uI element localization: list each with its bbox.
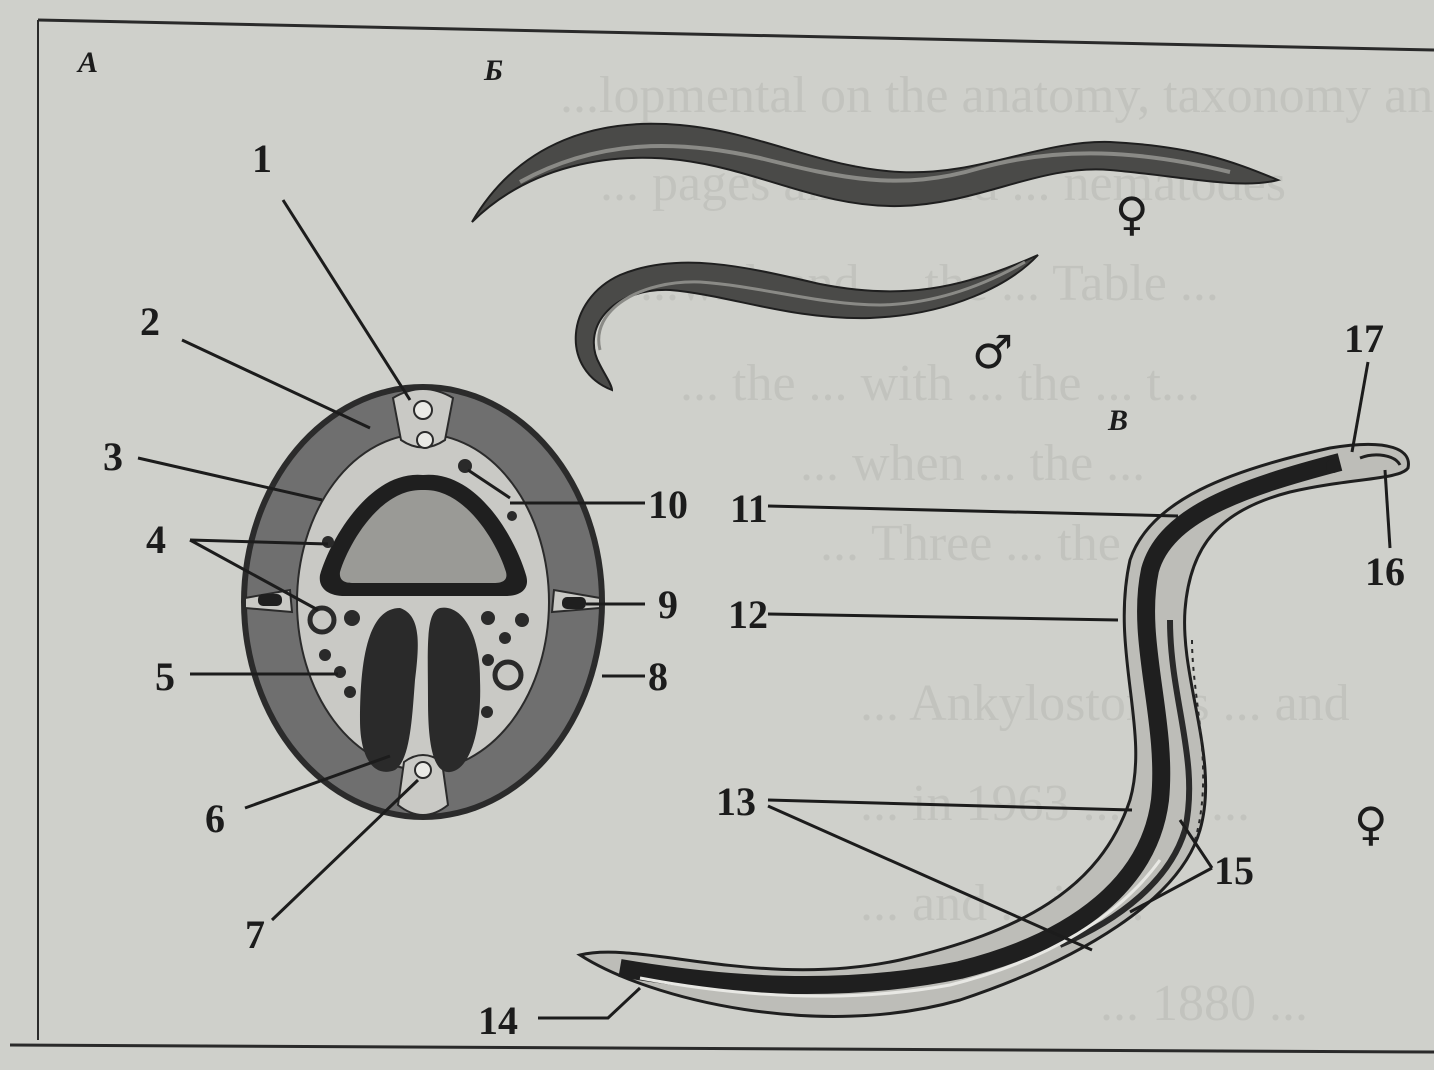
label-12: 12 <box>728 592 768 637</box>
label-11: 11 <box>730 486 768 531</box>
dorsal-nerve <box>414 401 432 419</box>
label-1: 1 <box>252 136 272 181</box>
label-4: 4 <box>146 517 166 562</box>
label-13: 13 <box>716 779 756 824</box>
oviduct-section <box>344 686 356 698</box>
mouth-capsule <box>1326 459 1340 473</box>
left-excretory-canal <box>258 594 282 606</box>
oviduct-section <box>515 613 529 627</box>
oviduct-section <box>482 654 494 666</box>
oviduct-section <box>481 706 493 718</box>
dorsal-nerve-inner <box>417 432 433 448</box>
oviduct-section <box>499 632 511 644</box>
label-3: 3 <box>103 434 123 479</box>
oviduct-section <box>481 611 495 625</box>
label-10: 10 <box>648 482 688 527</box>
ventral-nerve <box>415 762 431 778</box>
bleed-line: ...lopmental on the anatomy, taxonomy an… <box>560 67 1434 124</box>
right-excretory-canal <box>562 597 586 609</box>
cross-section <box>241 384 605 820</box>
wall-dot <box>507 511 517 521</box>
bleed-line: ... Ankylostomes ... and <box>860 675 1350 732</box>
male-symbol: ♂ <box>972 325 1013 379</box>
bleed-line: ... Three ... the ... <box>820 515 1173 572</box>
label-8: 8 <box>648 654 668 699</box>
wall-dot <box>322 536 334 548</box>
label-15: 15 <box>1214 848 1254 893</box>
bleed-line: ... 1880 ... <box>1100 975 1308 1032</box>
panel-label-a: А <box>76 46 98 79</box>
label-9: 9 <box>658 582 678 627</box>
label-2: 2 <box>140 299 160 344</box>
label-7: 7 <box>245 912 265 957</box>
bleed-line: ... when ... the ... <box>800 435 1145 492</box>
label-16: 16 <box>1365 549 1405 594</box>
panel-label-v: В <box>1107 404 1128 437</box>
label-17: 17 <box>1344 316 1384 361</box>
oviduct-section <box>334 666 346 678</box>
oviduct-section <box>344 610 360 626</box>
label-6: 6 <box>205 796 225 841</box>
label-5: 5 <box>155 654 175 699</box>
panel-label-b: Б <box>483 54 503 87</box>
female-symbol-top: ♀ <box>1115 187 1149 241</box>
female-symbol-bottom: ♀ <box>1354 797 1388 851</box>
label-14: 14 <box>478 998 518 1043</box>
oviduct-section <box>319 649 331 661</box>
